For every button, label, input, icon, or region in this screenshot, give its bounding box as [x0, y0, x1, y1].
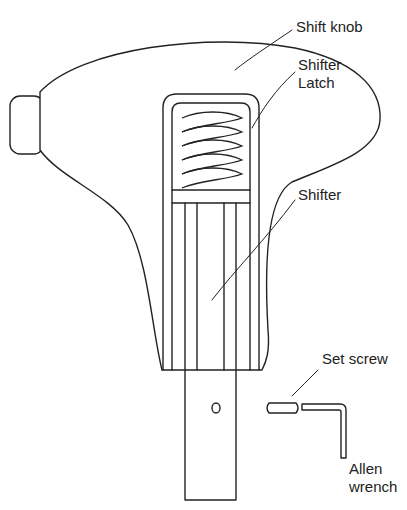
latch-housing [163, 94, 259, 370]
knob-tab [10, 96, 44, 154]
allen-wrench [302, 404, 346, 458]
spring-coil [182, 168, 242, 188]
latch-spring [182, 112, 242, 188]
part-label: Allen wrench [349, 460, 404, 496]
knob-body [40, 42, 380, 370]
part-label: Set screw [322, 350, 402, 368]
part-label: Shift knob [296, 18, 396, 36]
set-screw-hole [212, 403, 220, 413]
latch-housing-inner [172, 103, 250, 370]
part-label: Shifter [298, 186, 388, 204]
set-screw [267, 403, 298, 413]
part-label: Shifter Latch [298, 56, 362, 92]
shifter-rod [185, 203, 236, 500]
